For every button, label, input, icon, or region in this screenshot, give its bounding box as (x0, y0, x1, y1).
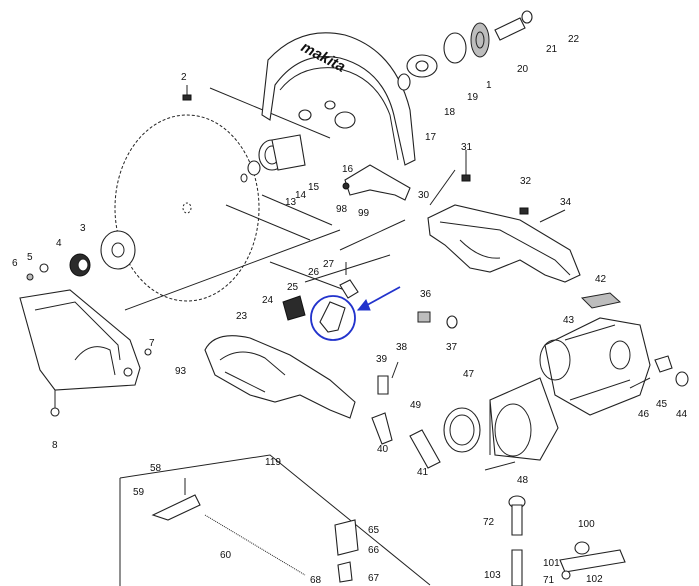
label-5: 5 (27, 252, 33, 263)
label-49: 49 (410, 400, 422, 411)
label-31: 31 (461, 142, 473, 153)
label-46: 46 (638, 409, 650, 420)
label-15: 15 (308, 182, 320, 193)
label-23: 23 (236, 311, 248, 322)
label-2: 2 (181, 72, 187, 83)
label-38: 38 (396, 342, 408, 353)
label-19: 19 (467, 92, 479, 103)
label-34: 34 (560, 197, 572, 208)
label-39: 39 (376, 354, 388, 365)
label-17: 17 (425, 132, 437, 143)
screw-2 (182, 85, 192, 101)
label-24: 24 (262, 295, 274, 306)
label-40: 40 (377, 444, 389, 455)
label-47: 47 (463, 369, 475, 380)
label-60: 60 (220, 550, 232, 561)
motor-housing (539, 317, 651, 416)
small-parts-44-46 (629, 355, 689, 389)
baffle-ring (443, 407, 481, 453)
label-18: 18 (444, 107, 456, 118)
saw-blade (114, 114, 260, 302)
handle (204, 335, 356, 419)
field-housing (489, 377, 559, 461)
blade-flange (240, 134, 306, 183)
label-32: 32 (520, 176, 532, 187)
label-45: 45 (656, 399, 668, 410)
label-25: 25 (287, 282, 299, 293)
label-plate (580, 292, 622, 309)
switch-assembly (282, 262, 359, 321)
label-7: 7 (149, 338, 155, 349)
label-3: 3 (80, 223, 86, 234)
outer-flange (69, 230, 136, 277)
small-parts-36-41 (371, 311, 458, 469)
label-6: 6 (12, 258, 18, 269)
label-102: 102 (586, 574, 603, 585)
label-59: 59 (133, 487, 145, 498)
safety-cover (19, 289, 152, 417)
small-parts-5-6 (26, 263, 49, 281)
label-41: 41 (417, 467, 429, 478)
spindle-parts (397, 10, 533, 91)
label-93: 93 (175, 366, 187, 377)
label-68: 68 (310, 575, 322, 586)
knob-72 (508, 495, 526, 586)
label-4: 4 (56, 238, 62, 249)
label-42: 42 (595, 274, 607, 285)
label-100: 100 (578, 519, 595, 530)
label-66: 66 (368, 545, 380, 556)
label-67: 67 (368, 573, 380, 584)
label-119: 119 (265, 457, 281, 468)
label-36: 36 (420, 289, 432, 300)
vise-assembly-box (119, 454, 431, 586)
label-48: 48 (517, 475, 529, 486)
part-labels: 1 2 3 4 5 6 7 8 13 14 15 16 17 18 19 20 … (12, 34, 688, 586)
label-103: 103 (484, 570, 501, 581)
screw-48 (484, 461, 516, 471)
label-101: 101 (543, 558, 560, 569)
label-8: 8 (52, 440, 58, 451)
label-21: 21 (546, 44, 558, 55)
lever-100 (559, 541, 626, 580)
label-72: 72 (483, 517, 495, 528)
gear-housing (427, 150, 581, 283)
label-99: 99 (358, 208, 370, 219)
label-13: 13 (285, 197, 297, 208)
label-20: 20 (517, 64, 529, 75)
label-1: 1 (486, 80, 492, 91)
label-16: 16 (342, 164, 354, 175)
label-14: 14 (295, 190, 307, 201)
label-27: 27 (323, 259, 335, 270)
label-43: 43 (563, 315, 575, 326)
label-22: 22 (568, 34, 580, 45)
bracket-99 (342, 164, 411, 201)
leader-lines (124, 87, 456, 311)
label-98: 98 (336, 204, 348, 215)
label-26: 26 (308, 267, 320, 278)
highlighted-part-28 (310, 286, 401, 341)
label-58: 58 (150, 463, 162, 474)
label-44: 44 (676, 409, 688, 420)
label-30: 30 (418, 190, 430, 201)
label-71: 71 (543, 575, 555, 586)
label-65: 65 (368, 525, 380, 536)
label-37: 37 (446, 342, 458, 353)
